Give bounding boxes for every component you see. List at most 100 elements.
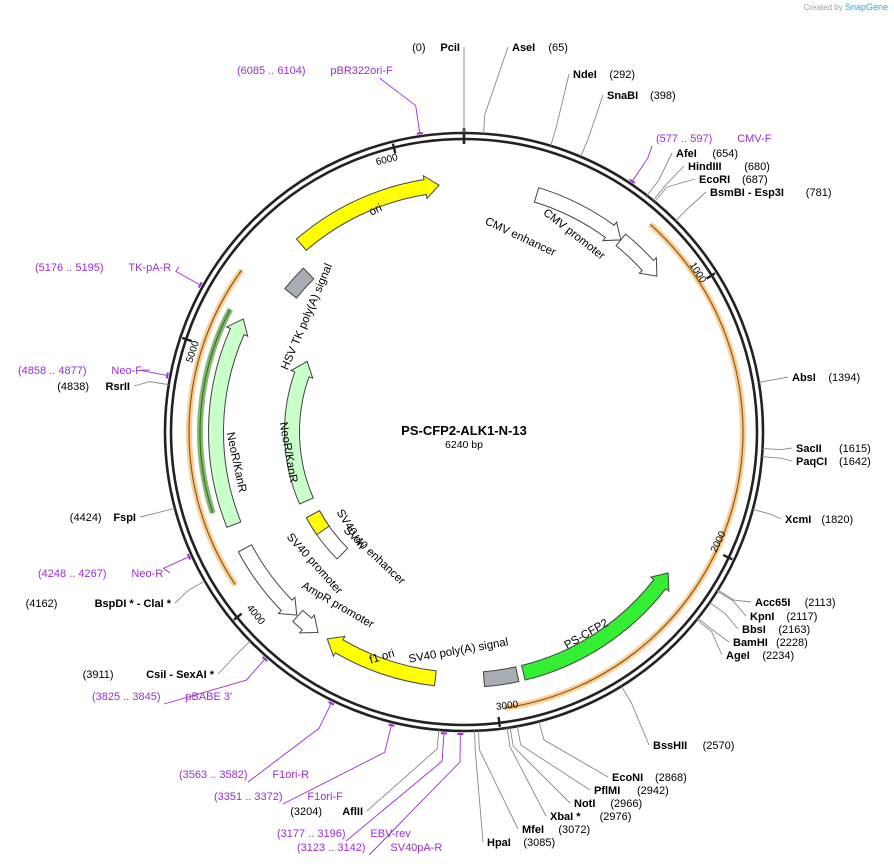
primer-range: (3177 .. 3196) xyxy=(277,828,346,840)
site-absi: AbsI(1394) xyxy=(792,372,860,384)
site-leader xyxy=(716,590,747,617)
snapgene-logo-text: SnapGene xyxy=(844,2,888,12)
primer-name: F1ori-R xyxy=(272,769,309,781)
primer-tk-pa-r: (5176 .. 5195) TK-pA-R xyxy=(35,262,171,274)
primer-name: EBV-rev xyxy=(370,828,411,840)
site-position: (4162) xyxy=(26,598,58,610)
site-name: HpaI xyxy=(487,837,511,849)
site-leader xyxy=(516,726,591,791)
ruler-tick-label: 6000 xyxy=(375,152,400,168)
site-position: (2163) xyxy=(778,624,810,636)
site-name: EcoNI xyxy=(612,772,643,784)
site-position: (781) xyxy=(806,187,832,199)
site-name: Acc65I xyxy=(755,597,790,609)
site-xcmi: XcmI(1820) xyxy=(785,514,853,526)
site-snabi: SnaBI(398) xyxy=(607,90,676,102)
primer-range: (3351 .. 3372) xyxy=(214,791,283,803)
primer-sv40pa-r: (3123 .. 3142)SV40pA-R xyxy=(297,842,442,854)
feature-sv40-poly-a-signal xyxy=(482,666,520,688)
primer-range: (3563 .. 3582) xyxy=(179,769,248,781)
site-name: HindIII xyxy=(688,161,722,173)
site-position: (3085) xyxy=(523,837,555,849)
primer-name: TK-pA-R xyxy=(128,262,171,274)
site-name: PaqCI xyxy=(796,456,827,468)
site-ndei: NdeI(292) xyxy=(573,69,635,81)
site-leader xyxy=(483,46,509,134)
primer-name: CMV-F xyxy=(737,133,772,145)
site-agei: AgeI(2234) xyxy=(726,650,794,662)
site-position: (2976) xyxy=(600,811,632,823)
primer-mark xyxy=(416,131,423,135)
site-leader xyxy=(174,580,205,604)
primer-leader xyxy=(379,77,421,133)
orf-arcs xyxy=(186,222,746,711)
feature-f1-ori xyxy=(326,635,437,687)
site-name: BsmBI - Esp3I xyxy=(710,187,784,199)
primer-name: Neo-R xyxy=(131,568,163,580)
site-kpni: KpnI (2117) xyxy=(750,611,817,623)
site-leader xyxy=(474,730,484,843)
primer-sites: (6085 .. 6104)pBR322ori-F(577 .. 597)CMV… xyxy=(18,65,772,856)
site-name: BamHI xyxy=(733,637,768,649)
site-position: (65) xyxy=(548,42,568,54)
primer-leader xyxy=(139,369,167,376)
created-by-text: Created by xyxy=(803,3,843,12)
primer-mark xyxy=(261,656,268,662)
site-name: EcoRI xyxy=(699,174,730,186)
primer-neo-r: (4248 .. 4267)Neo-R xyxy=(38,568,163,580)
primer-leader xyxy=(282,726,392,805)
primer-range: (5176 .. 5195) xyxy=(35,262,104,274)
site-name: RsrII xyxy=(106,381,130,393)
site-leader xyxy=(133,381,169,387)
site-pcii: PciI(0) xyxy=(412,42,460,54)
primer-range: (577 .. 597) xyxy=(656,133,712,145)
site-position: (654) xyxy=(712,148,738,160)
ruler-tick-label: 3000 xyxy=(495,699,519,713)
primer-name: SV40pA-R xyxy=(390,842,442,854)
site-leader xyxy=(477,730,519,830)
site-position: (1394) xyxy=(828,372,860,384)
feature-hsv-tk-poly-a-signal xyxy=(284,267,315,299)
site-position: (2868) xyxy=(655,772,687,784)
primer-cmv-f: (577 .. 597) CMV-F xyxy=(656,133,772,145)
primer-mark xyxy=(328,701,335,706)
primer-range: (4858 .. 4877) xyxy=(18,365,87,377)
primer-leader xyxy=(162,556,189,574)
site-asei: AseI (65) xyxy=(512,42,568,54)
plasmid-size: 6240 bp xyxy=(445,439,483,451)
ruler-tick-1000 xyxy=(705,272,716,280)
primer-name: pBR322ori-F xyxy=(330,65,393,77)
primer-name: pBABE 3' xyxy=(185,691,232,703)
site-name: BbsI xyxy=(742,624,766,636)
site-csii-sexai-: CsiI - SexAI *(3911) xyxy=(83,669,215,681)
feature-arrows xyxy=(208,174,670,688)
feature-sv40-ori xyxy=(305,509,330,536)
primer-mark xyxy=(197,281,203,289)
primer-leader xyxy=(175,266,200,285)
site-position: (3911) xyxy=(83,669,114,681)
feature-cmv-promoter xyxy=(615,233,658,277)
site-aflii: AflII(3204) xyxy=(290,806,363,818)
site-name: SacII xyxy=(796,443,822,455)
site-position: (3072) xyxy=(558,824,590,836)
orf-band-0 xyxy=(504,222,746,711)
primer-leader xyxy=(163,659,265,705)
site-position: (2570) xyxy=(703,740,735,752)
site-name: AseI xyxy=(512,42,535,54)
site-name: PflMI xyxy=(594,785,620,797)
site-name: SnaBI xyxy=(607,90,638,102)
site-position: (2117) xyxy=(786,611,817,623)
site-leader xyxy=(646,152,673,196)
site-position: (680) xyxy=(744,161,770,173)
feature-sv40-promoter xyxy=(237,544,298,616)
site-name: KpnI xyxy=(750,611,774,623)
site-position: (687) xyxy=(742,174,768,186)
site-bbsi: BbsI (2163) xyxy=(742,624,810,636)
primer-leader xyxy=(247,703,332,783)
site-leader xyxy=(139,507,175,518)
ruler-tick-label: 4000 xyxy=(244,603,267,628)
site-leader xyxy=(538,721,609,778)
site-name: BspDI * - ClaI * xyxy=(95,598,172,610)
ruler-tick-3000 xyxy=(497,716,501,727)
site-name: AfeI xyxy=(676,148,697,160)
